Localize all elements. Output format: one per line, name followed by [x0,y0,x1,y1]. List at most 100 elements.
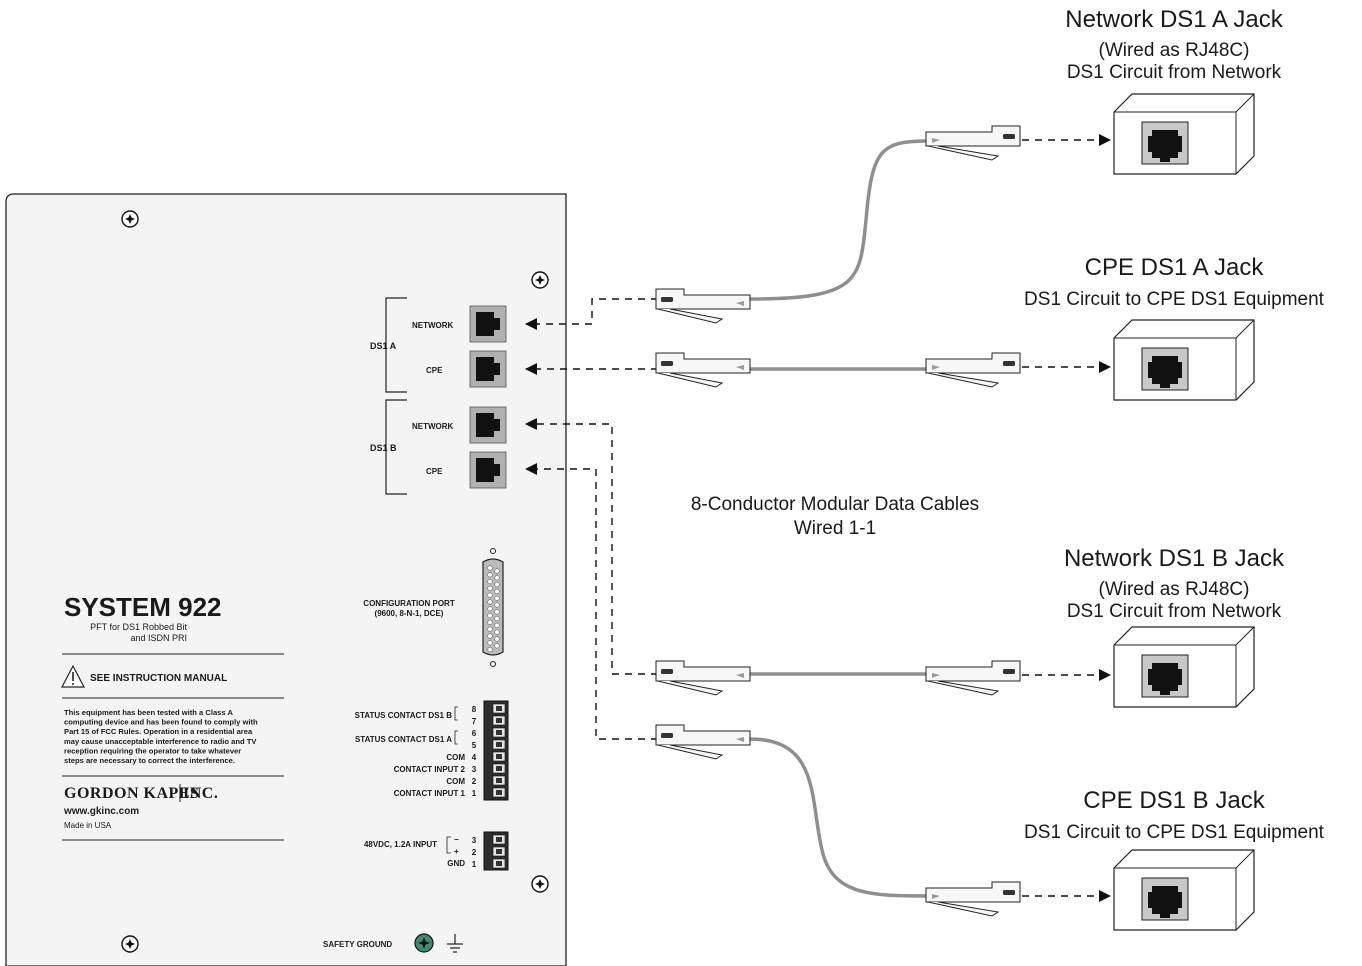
jack-network-ds1b-sub1: (Wired as RJ48C) [1099,579,1250,600]
jack-cpe-ds1a-title: CPE DS1 A Jack [1085,254,1265,281]
brand-suffix: INC. [183,785,218,802]
jack-cpe-ds1a-sub1: DS1 Circuit to CPE DS1 Equipment [1024,289,1325,310]
warning-text: SEE INSTRUCTION MANUAL [90,673,227,684]
ds1b-network-label: NETWORK [412,422,454,431]
cpe-ds1a-wall-jack[interactable] [1113,319,1255,401]
db25-pin [494,643,500,649]
db25-pin [487,613,493,619]
plug-ds1a-network-panel[interactable] [655,288,751,324]
ds1b-label: DS1 B [370,443,397,453]
db25-pin [487,626,493,632]
mounting-screw-icon [531,875,549,893]
terminal-screw-slot [496,718,502,723]
jack-cpe-ds1b-title: CPE DS1 B Jack [1083,787,1265,814]
product-subtitle-1: PFT for DS1 Robbed Bit [90,622,187,632]
cpe-ds1b-wall-jack[interactable] [1113,849,1255,931]
db25-pin [487,592,493,598]
warning-icon [61,664,85,688]
mounting-screw-icon [121,935,139,953]
plug-ds1a-cpe-jack[interactable] [925,352,1021,388]
fcc-notice-line: steps are necessary to correct the inter… [64,756,235,765]
db25-pin [494,595,500,601]
db25-pin [487,585,493,591]
terminal-screw-slot [496,790,502,795]
fcc-notice-line: may cause unacceptable interference to r… [64,737,257,746]
db25-pin [494,616,500,622]
db25-pin [487,647,493,653]
terminal-pin-number: 3 [472,765,477,774]
db25-pin [487,619,493,625]
terminal-pin-number: 2 [472,777,477,786]
ds1b-cpe-label: CPE [426,467,443,476]
ds1b-bracket [385,399,407,495]
config-port-connector[interactable] [482,548,504,667]
ds1a-network-label: NETWORK [412,321,454,330]
brand-name: GORDON KAPES [64,785,199,802]
jack-network-ds1a-sub2: DS1 Circuit from Network [1067,62,1282,83]
ds1a-cpe-port[interactable] [469,350,507,388]
power-pin-number: 2 [472,848,477,857]
panel-dashed-leads [525,298,658,740]
terminal-pin-number: 7 [472,717,477,726]
cable-cpe-ds1b [749,737,929,898]
plug-ds1b-cpe-panel[interactable] [655,724,751,760]
jack-dashed-leads [1022,134,1111,902]
modular-cables [749,139,929,898]
status-contact-ds1b-label: STATUS CONTACT DS1 B [355,711,453,720]
product-subtitle-2: and ISDN PRI [130,633,187,643]
db25-pin [487,640,493,646]
db25-pin [494,609,500,615]
power-terminal-slot [496,837,502,842]
plug-ds1a-network-jack[interactable] [925,125,1021,161]
plug-ds1b-network-jack[interactable] [925,660,1021,696]
db25-pin [494,588,500,594]
db25-pin [487,579,493,585]
mounting-screw-icon [531,271,549,289]
network-ds1a-wall-jack[interactable] [1113,93,1255,175]
terminal-screw-slot [496,778,502,783]
jack-network-ds1a-sub1: (Wired as RJ48C) [1099,40,1250,61]
ground-symbol-icon [447,934,463,953]
ds1a-label: DS1 A [370,341,397,351]
power-terminal-slot [496,849,502,854]
cables-label: 8-Conductor Modular Data Cables [691,494,979,515]
device-panel: DS1 A NETWORK CPE DS1 B NETWORK CPE CONF… [5,193,567,966]
network-ds1b-wall-jack[interactable] [1113,626,1255,708]
db25-pin [494,629,500,635]
power-pin-numbers: 3 2 1 [472,836,477,869]
db25-pin [494,582,500,588]
power-input-label: 48VDC, 1.2A INPUT [364,840,437,849]
status-terminal-block[interactable] [483,700,509,801]
plug-ds1b-cpe-jack[interactable] [925,881,1021,917]
product-title: SYSTEM 922 [64,592,222,622]
plug-ds1a-cpe-panel[interactable] [655,352,751,388]
fcc-notice: This equipment has been tested with a Cl… [64,708,258,765]
ground-screw-icon[interactable] [414,933,434,953]
power-pin-number: 1 [472,860,477,869]
safety-ground-label: SAFETY GROUND [323,940,392,949]
power-pin-number: 3 [472,836,477,845]
power-gnd-label: GND [447,859,465,868]
db25-pin [487,565,493,571]
terminal-screw-slot [496,754,502,759]
plug-ds1b-network-panel[interactable] [655,660,751,696]
terminal-pin-number: 4 [472,753,477,762]
power-terminal-block[interactable] [483,831,509,871]
db25-pin [487,572,493,578]
ds1a-network-port[interactable] [469,305,507,343]
db25-pin [494,622,500,628]
mounting-screw-icon [121,210,139,228]
ds1b-network-port[interactable] [469,406,507,444]
ds1a-bracket [385,297,407,393]
db25-pin [487,606,493,612]
ds1a-cpe-label: CPE [426,366,443,375]
jack-cpe-ds1b-sub1: DS1 Circuit to CPE DS1 Equipment [1024,822,1325,843]
db25-pin [487,633,493,639]
fcc-notice-line: This equipment has been tested with a Cl… [64,708,233,717]
db25-pin [494,575,500,581]
terminal-screw-slot [496,742,502,747]
ds1b-cpe-port[interactable] [469,451,507,489]
com-label-1: COM [446,753,465,762]
